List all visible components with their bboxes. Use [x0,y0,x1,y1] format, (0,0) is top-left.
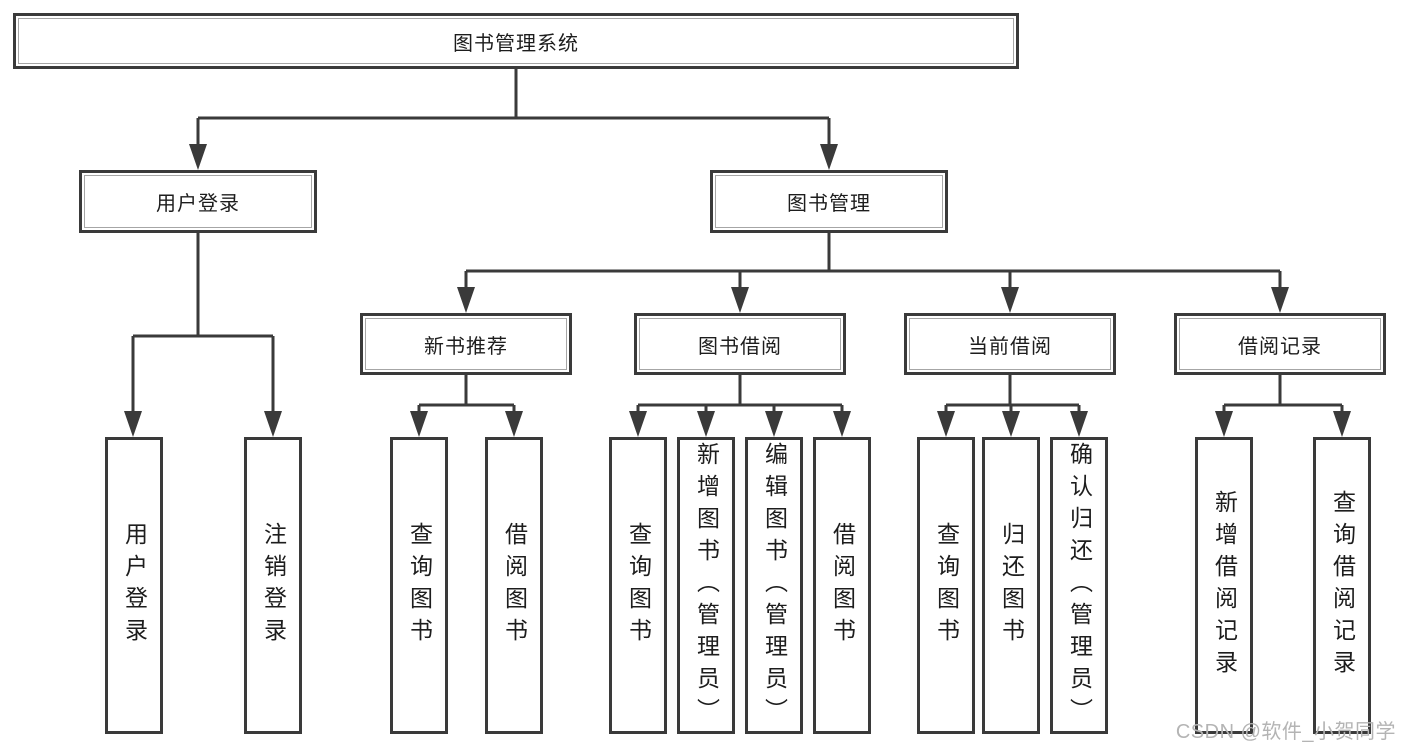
leaf-query-book-recommend: 查询图书 [390,437,448,734]
node-user-login-module: 用户登录 [79,170,317,233]
leaf-label: 查询图书 [625,521,652,650]
leaf-query-borrow-record: 查询借阅记录 [1313,437,1371,734]
leaf-label: 新增借阅记录 [1211,489,1238,682]
csdn-watermark: CSDN @软件_小贺同学 [1175,721,1396,743]
arrowheads [124,144,1351,437]
leaf-confirm-return-admin: 确认归还（管理员） [1050,437,1108,734]
leaf-label: 归还图书 [998,521,1025,650]
node-book-management-module: 图书管理 [710,170,948,233]
leaf-label: 确认归还（管理员） [1066,441,1093,730]
leaf-add-book-admin: 新增图书（管理员） [677,437,735,734]
leaf-logout: 注销登录 [244,437,302,734]
leaf-label: 新增图书（管理员） [693,441,720,730]
leaf-edit-book-admin: 编辑图书（管理员） [745,437,803,734]
node-new-book-recommend: 新书推荐 [360,313,572,375]
leaf-borrow-book-recommend: 借阅图书 [485,437,543,734]
leaf-label: 查询借阅记录 [1329,489,1356,682]
leaf-label: 借阅图书 [501,521,528,650]
leaf-label: 查询图书 [406,521,433,650]
leaf-label: 查询图书 [933,521,960,650]
node-book-borrow: 图书借阅 [634,313,846,375]
node-current-borrow: 当前借阅 [904,313,1116,375]
node-system-root: 图书管理系统 [13,13,1019,69]
connector-segments [131,69,1344,414]
leaf-borrow-book: 借阅图书 [813,437,871,734]
leaf-query-book-borrow: 查询图书 [609,437,667,734]
leaf-label: 注销登录 [260,521,287,650]
leaf-label: 借阅图书 [829,521,856,650]
leaf-query-book-current: 查询图书 [917,437,975,734]
leaf-add-borrow-record: 新增借阅记录 [1195,437,1253,734]
leaf-return-book: 归还图书 [982,437,1040,734]
leaf-label: 编辑图书（管理员） [761,441,788,730]
leaf-user-login: 用户登录 [105,437,163,734]
node-borrow-record: 借阅记录 [1174,313,1386,375]
leaf-label: 用户登录 [121,521,148,650]
